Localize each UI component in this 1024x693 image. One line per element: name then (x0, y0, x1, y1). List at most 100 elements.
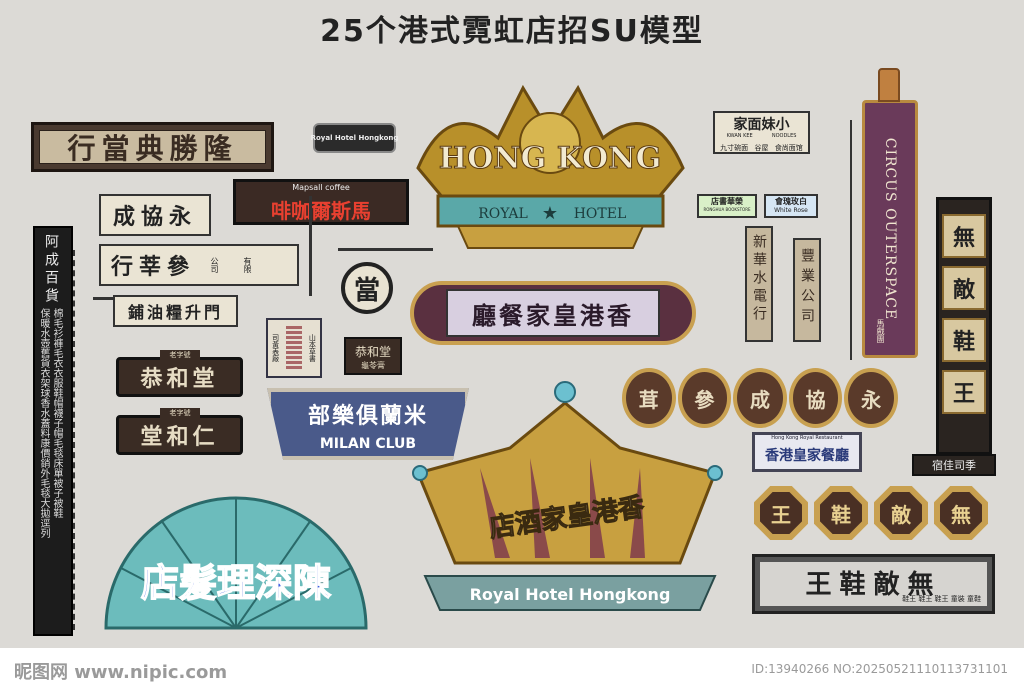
circle-sign-5: 永 (844, 368, 898, 428)
sign-lantern-left: 司黃表廠 (271, 334, 280, 362)
dang-rod (338, 248, 433, 251)
sign-white-rose: 會瑰玫白 White Rose (764, 194, 818, 218)
sign-restaurant: 廳餐家皇港香 (410, 281, 696, 345)
sign-family-noodle: 家面妹小 KWAN KEE NOODLES 九寸碗面 谷屋 食尚面馆 (713, 111, 810, 154)
crown2-en-text: Royal Hotel Hongkong (470, 585, 671, 604)
sign-chengxie-top: 成協永 (99, 194, 211, 236)
circle-sign-5-text: 永 (861, 387, 882, 412)
crown-star-icon: ★ (542, 203, 558, 224)
sign-hkroyal: Hong Kong Royal Restaurant 香港皇家餐廳 (752, 432, 862, 472)
wudi-char-2: 敵 (942, 266, 986, 310)
sign-gonghe-2-small: 老字號 (160, 408, 200, 420)
sign-restaurant-text: 廳餐家皇港香 (472, 300, 634, 330)
sign-family-noodle-sub5: 食尚面馆 (774, 144, 803, 152)
hex-sign-4-text: 無 (951, 502, 971, 527)
sign-milan: 部樂俱蘭米 MILAN CLUB (267, 388, 469, 460)
circle-sign-2: 參 (677, 368, 732, 428)
sign-circus-cn: 馬戲團 (876, 319, 885, 343)
sign-crown-hongkong: HONG KONG ROYAL ★ HOTEL (416, 84, 685, 249)
sign-family-noodle-sub1: KWAN KEE (726, 133, 753, 139)
circle-sign-4-text: 協 (805, 387, 826, 412)
sign-shoe-long-text: 王鞋敵無 (805, 570, 942, 600)
sign-gonghe-1-text: 恭和堂 (140, 366, 219, 392)
sign-white-rose-cn: 會瑰玫白 (775, 196, 807, 206)
footer-bar: 昵图网 www.nipic.com ID:13940266 NO:2025052… (0, 648, 1024, 693)
sign-mapsall-en: Mapsall coffee (292, 183, 350, 192)
wudi-char-3: 鞋 (942, 318, 986, 362)
sign-chengxie-top-text: 成協永 (112, 204, 197, 230)
sign-bookstore-en: RONGHUA BOOKSTORE (703, 207, 751, 212)
hex-sign-3-text: 敵 (891, 502, 911, 527)
circle-sign-3-text: 成 (749, 387, 770, 412)
sign-lantern: 司黃表廠 山本草書 (266, 318, 322, 378)
sign-left-column-col2: 棉毛衫褲毛衣衣服鞋帽襪子帽毛毯床單被子被鞋 (51, 308, 62, 518)
crown2-top-bulb (554, 381, 576, 403)
sign-bookstore-cn: 店書華榮 (711, 196, 743, 206)
sign-chengxie-bottom-text: 行莘參 (111, 254, 196, 280)
wudi-char-2-text: 敵 (952, 277, 975, 303)
sign-xinhua-text: 新華水電行 (751, 234, 767, 324)
wudi-char-1: 無 (942, 214, 986, 258)
hex-sign-2: 鞋 (814, 486, 868, 540)
sign-pawn-long-text: 行當典勝隆 (67, 132, 238, 165)
circus-pole (850, 120, 852, 360)
sign-chengxie-small1: 公司 (210, 257, 220, 273)
sign-chengxie-bottom: 行莘參 公司 有限 (99, 244, 299, 286)
sign-gonghe-1: 恭和堂 (116, 357, 243, 397)
sign-family-noodle-sub4: 谷屋 (754, 144, 769, 152)
sign-left-column-col1: 保暖水壺舊貨衣架球香水蓋料康價銷外毛毯大拋逕列 (38, 308, 49, 538)
pu-rod (93, 297, 115, 300)
sign-gonghe-3-text: 恭和堂 (354, 345, 391, 359)
sign-hkroyal-cn: 香港皇家餐廳 (765, 448, 849, 464)
sign-fan: 店髮理深陳 (104, 496, 368, 630)
sign-mapsall-cn: 啡咖爾斯馬 (271, 199, 371, 223)
sign-xinhua: 新華水電行 (745, 226, 773, 342)
sign-chengxie-small2: 有限 (243, 257, 253, 273)
sign-wudi-bottom-text: 宿佳司季 (932, 459, 976, 472)
page-title: 25个港式霓虹店招SU模型 (320, 14, 704, 49)
sign-pu: 鋪油糧升門 (113, 295, 238, 327)
crown-hotel-text: HOTEL (574, 206, 627, 222)
sign-dang: 當 (341, 262, 393, 314)
wudi-char-3-text: 鞋 (952, 329, 975, 355)
sign-hex-row: 王 鞋 敵 無 (754, 486, 998, 542)
wudi-char-1-text: 無 (952, 225, 975, 251)
sign-gonghe-3-sub: 龜苓膏 (361, 361, 385, 370)
circle-sign-4: 協 (788, 368, 843, 428)
sign-mapsall: Mapsall coffee 啡咖爾斯馬 (233, 179, 409, 225)
sign-royal-small-text: Royal Hotel Hongkong (310, 134, 399, 142)
crown-hk-text: HONG KONG (439, 141, 661, 176)
sign-fengye-text: 豐業公司 (799, 248, 815, 328)
hex-sign-1-text: 王 (771, 502, 791, 527)
wudi-char-4: 王 (942, 370, 986, 414)
wudi-char-4-text: 王 (952, 381, 975, 407)
sign-crown-2: 店酒家皇港香 Royal Hotel Hongkong (412, 381, 723, 611)
circle-sign-3: 成 (733, 368, 787, 428)
sign-circus: CIRCUS OUTERSPACE 馬戲團 (862, 100, 918, 358)
sign-left-column-title: 阿成百貨 (43, 234, 59, 306)
sign-pu-text: 鋪油糧升門 (127, 303, 223, 322)
sign-milan-en: MILAN CLUB (319, 436, 417, 452)
sign-gonghe-1-small: 老字號 (160, 350, 200, 362)
sign-wudi-bottom: 宿佳司季 (912, 454, 996, 476)
crown-royal-text: ROYAL (478, 206, 528, 222)
sign-shoe-long-sub: 鞋王 鞋王 鞋王 童裝 童鞋 (902, 595, 981, 603)
left-col-ticks (73, 250, 75, 630)
footer-watermark-right: ID:13940266 NO:20250521110113731101 (751, 662, 1008, 676)
circle-sign-1: 茸 (622, 368, 676, 428)
circle-sign-2-text: 參 (694, 387, 715, 412)
sign-family-noodle-sub3: 九寸碗面 (720, 144, 749, 152)
sign-gonghe-2-text: 堂和仁 (140, 424, 219, 450)
footer-watermark-left: 昵图网 www.nipic.com (14, 662, 228, 683)
sign-pawn-long: 行當典勝隆 (31, 122, 274, 172)
sign-shoe-long: 王鞋敵無 鞋王 鞋王 鞋王 童裝 童鞋 (752, 554, 995, 614)
hex-sign-2-text: 鞋 (831, 502, 851, 527)
sign-hkroyal-en: Hong Kong Royal Restaurant (771, 435, 843, 441)
sign-lantern-right: 山本草書 (308, 334, 317, 362)
sign-fengye: 豐業公司 (793, 238, 821, 342)
sign-gonghe-2: 堂和仁 (116, 415, 243, 455)
sign-gonghe-3: 恭和堂 龜苓膏 (344, 337, 402, 375)
sign-family-noodle-title: 家面妹小 (733, 117, 790, 133)
sign-milan-cn: 部樂俱蘭米 (307, 403, 428, 429)
lantern-grid (285, 326, 302, 370)
